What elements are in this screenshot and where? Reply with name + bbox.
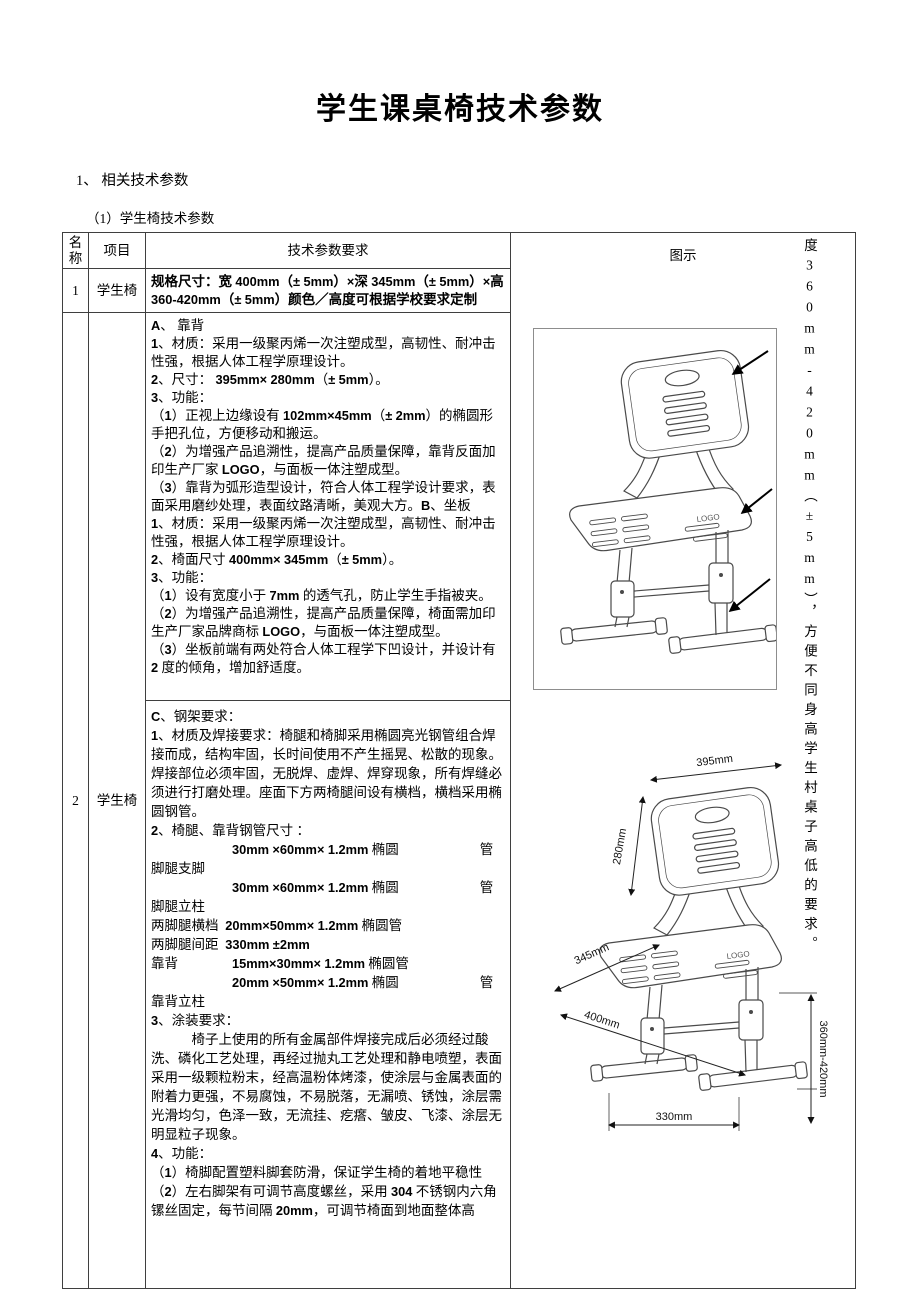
table-row: C、钢架要求： 1、材质及焊接要求：椅腿和椅脚采用椭圆亮光钢管组合焊接而成，结构… — [63, 700, 856, 1289]
row2-number: 2 — [62, 312, 89, 1289]
dim-leg-spacing-label: 330mm — [656, 1111, 693, 1123]
spec-table: 名称 项目 技术参数要求 图示 — [62, 232, 856, 1289]
callout-arrows — [728, 350, 773, 613]
row1-spec: 规格尺寸：宽 400mm（± 5mm）×深 345mm（± 5mm）×高 360… — [145, 268, 511, 313]
dim-back-height-label: 280mm — [611, 827, 629, 865]
chair-dimension-figure: 395mm 280mm 345mm 400mm 330mm 360mm-420m… — [539, 753, 829, 1165]
col-header-item: 项目 — [88, 232, 146, 269]
row1-item: 学生椅 — [88, 268, 146, 313]
row2-item: 学生椅 — [88, 312, 146, 1289]
row2-section-ab: A、 靠背 1、材质：采用一级聚丙烯一次注塑成型，高韧性、耐冲击性强，根据人体工… — [145, 312, 511, 701]
page-title: 学生课桌椅技术参数 — [316, 93, 604, 126]
chair-illustration-frame — [533, 328, 779, 690]
row1-number: 1 — [62, 268, 89, 313]
figure-cell: 图示 — [510, 232, 856, 1289]
chair-figure-2: 395mm 280mm 345mm 400mm 330mm 360mm-420m… — [554, 753, 829, 1131]
chair-figure-1 — [559, 347, 779, 655]
table-row: 2 学生椅 A、 靠背 1、材质：采用一级聚丙烯一次注塑成型，高韧性、耐冲击性强… — [62, 312, 856, 1289]
section-heading: 1、 相关技术参数 — [76, 173, 189, 189]
col-header-name: 名称 — [62, 232, 89, 269]
col-header-figure: 图示 — [669, 248, 697, 263]
vertical-note: 度360mm-420mm（±5mm），方便不同身高学生村桌子高低的要求。 — [802, 238, 817, 956]
dim-seat-height-label: 360mm-420mm — [817, 1020, 829, 1097]
table-header-row: 名称 项目 技术参数要求 图示 — [62, 232, 856, 1289]
row2-section-c: C、钢架要求： 1、材质及焊接要求：椅腿和椅脚采用椭圆亮光钢管组合焊接而成，结构… — [145, 700, 511, 1289]
col-header-params: 技术参数要求 — [145, 232, 511, 269]
dimension-lines — [554, 762, 817, 1131]
dim-back-width-label: 395mm — [696, 753, 734, 769]
subsection-heading: （1）学生椅技术参数 — [86, 211, 215, 226]
table-row: 1 学生椅 规格尺寸：宽 400mm（± 5mm）×深 345mm（± 5mm）… — [62, 268, 856, 313]
